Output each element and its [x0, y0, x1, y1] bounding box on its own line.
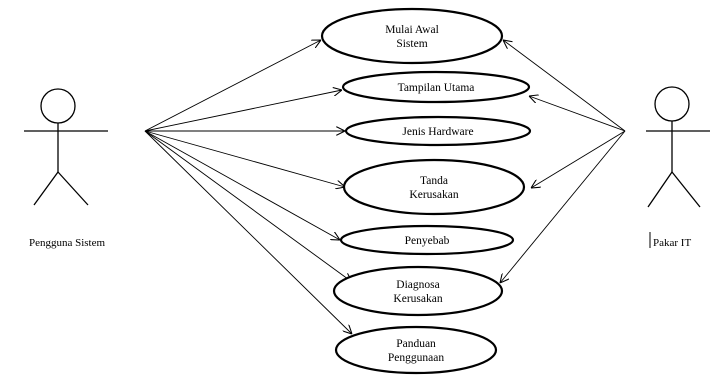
use-case-label: Sistem: [396, 38, 427, 50]
association-left-penyebab: [144, 130, 340, 240]
association-right-tampilan: [529, 96, 626, 132]
use-case-jenis: Jenis Hardware: [344, 115, 532, 147]
use-case-label: Panduan: [396, 338, 436, 350]
use-case-penyebab: Penyebab: [339, 224, 515, 256]
use-case-ellipse: [344, 115, 532, 147]
use-case-label: Jenis Hardware: [402, 126, 473, 138]
actor-head: [654, 86, 690, 122]
actor-pakar-it: Pakar IT: [646, 86, 710, 249]
actor-left-leg: [647, 171, 673, 208]
association-right-diagnosa: [500, 130, 626, 283]
association-right-tanda: [531, 130, 626, 188]
actor-right-leg: [671, 171, 701, 208]
use-case-label: Tampilan Utama: [398, 82, 475, 94]
use-case-label: Diagnosa: [396, 279, 439, 291]
use-case-ellipse: [341, 70, 531, 104]
association-left-diagnosa: [144, 130, 352, 282]
use-case-ellipse: [334, 325, 498, 375]
association-right-mulai: [503, 40, 626, 132]
use-case-label: Penyebab: [405, 235, 450, 247]
use-case-ellipse: [320, 7, 504, 65]
use-case-label: Mulai Awal: [385, 24, 439, 36]
association-left-mulai: [144, 40, 321, 132]
actor-pengguna-sistem: Pengguna Sistem: [24, 88, 108, 249]
use-case-ellipse: [332, 265, 504, 317]
use-case-label: Penggunaan: [388, 352, 444, 364]
actor-head: [40, 88, 76, 124]
use-case-label: Tanda: [420, 175, 448, 187]
use-case-ellipse: [339, 224, 515, 256]
use-case-tampilan: Tampilan Utama: [341, 70, 531, 104]
use-case-label: Kerusakan: [393, 293, 442, 305]
association-left-tanda: [144, 130, 345, 187]
actor-left-leg: [33, 171, 59, 206]
actor-label-left: Pengguna Sistem: [29, 237, 106, 249]
association-lines: [144, 40, 626, 334]
association-left-panduan: [144, 130, 352, 334]
use-case-ellipse: [342, 158, 526, 216]
actor-right-leg: [57, 171, 89, 206]
use-case-label: Kerusakan: [409, 189, 458, 201]
actor-label-right: Pakar IT: [653, 237, 691, 249]
association-left-tampilan: [144, 90, 342, 132]
